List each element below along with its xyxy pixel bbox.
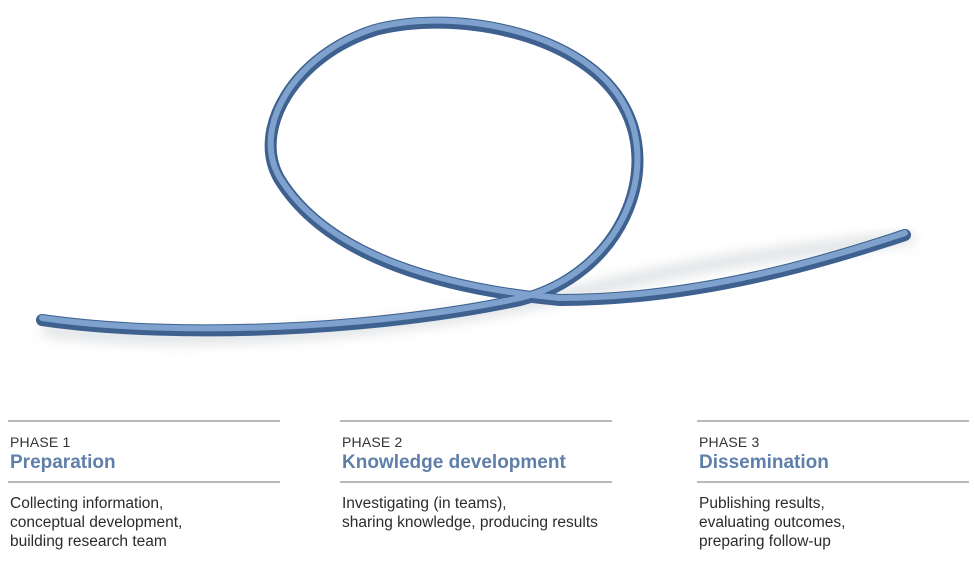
divider-middle — [8, 481, 280, 483]
phase-number: PHASE 2 — [342, 434, 403, 450]
phase-title: Dissemination — [699, 452, 829, 473]
divider-top — [340, 420, 612, 422]
phase-number: PHASE 1 — [10, 434, 71, 450]
divider-top — [8, 420, 280, 422]
phase-description: Collecting information, conceptual devel… — [10, 495, 183, 550]
phase-title: Knowledge development — [342, 452, 566, 473]
phase-3-column: PHASE 3 Dissemination Publishing results… — [697, 420, 969, 551]
divider-top — [697, 420, 969, 422]
phase-title: Preparation — [10, 452, 116, 473]
phase-description: Publishing results, evaluating outcomes,… — [699, 495, 846, 550]
phase-1-column: PHASE 1 Preparation Collecting informati… — [8, 420, 280, 551]
phase-number: PHASE 3 — [699, 434, 760, 450]
divider-middle — [340, 481, 612, 483]
rope-loop-illustration — [36, 16, 914, 344]
rope-highlight — [39, 17, 908, 332]
phase-description: Investigating (in teams), sharing knowle… — [342, 495, 598, 531]
divider-middle — [697, 481, 969, 483]
phase-2-column: PHASE 2 Knowledge development Investigat… — [340, 420, 612, 532]
